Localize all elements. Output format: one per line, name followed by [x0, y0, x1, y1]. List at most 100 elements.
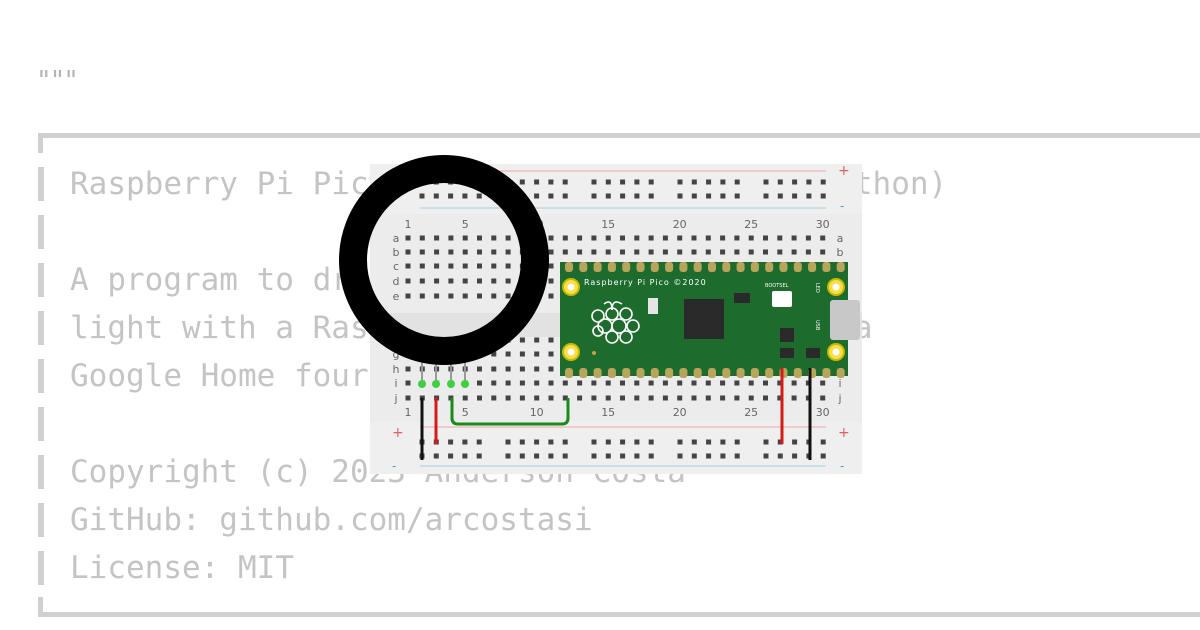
breadboard-hole [620, 193, 626, 199]
breadboard-hole [720, 235, 726, 241]
mounting-hole-center [567, 283, 575, 291]
column-number: 1 [405, 406, 412, 419]
breadboard-hole [519, 337, 525, 343]
column-number: 30 [816, 406, 830, 419]
pico-pin [693, 262, 702, 272]
breadboard-hole [777, 380, 783, 386]
rail-plus-label: + [838, 425, 850, 441]
column-number: 15 [601, 218, 615, 231]
bootsel-label: BOOTSEL [765, 283, 789, 289]
line-gutter-bar [38, 263, 44, 297]
breadboard-hole [763, 453, 769, 459]
breadboard-hole [448, 293, 454, 299]
pico-pin [708, 368, 716, 378]
breadboard-hole [792, 179, 798, 185]
mounting-hole-center [567, 348, 575, 356]
line-gutter-bar [38, 407, 44, 441]
breadboard-hole [433, 193, 439, 199]
breadboard-hole [491, 380, 497, 386]
mounting-hole-center [832, 283, 840, 291]
mounting-hole-center [832, 348, 840, 356]
breadboard-hole [491, 278, 497, 284]
column-number: 20 [673, 218, 687, 231]
breadboard-hole [448, 439, 454, 445]
breadboard-hole [534, 193, 540, 199]
breadboard-hole [777, 439, 783, 445]
pico-silkscreen: Raspberry Pi Pico ©2020 [584, 278, 707, 287]
row-letter: d [393, 275, 400, 288]
breadboard-hole [691, 395, 697, 401]
breadboard-hole [519, 179, 525, 185]
line-gutter-bar [38, 215, 44, 249]
breadboard-hole [720, 395, 726, 401]
breadboard-hole [820, 395, 826, 401]
rail-plus-label: + [392, 425, 404, 441]
breadboard-hole [734, 193, 740, 199]
pico-pin [722, 368, 731, 378]
neopixel-ring [339, 155, 549, 365]
breadboard-hole [477, 249, 482, 255]
breadboard-hole [777, 249, 783, 255]
breadboard-hole [405, 380, 411, 386]
breadboard-hole [763, 235, 768, 241]
breadboard-hole [405, 293, 411, 299]
rail-minus-label: - [392, 459, 396, 473]
breadboard-hole [820, 193, 826, 199]
breadboard-hole [562, 439, 568, 445]
breadboard-hole [791, 249, 797, 255]
breadboard-hole [748, 380, 754, 386]
breadboard-hole [491, 249, 497, 255]
pico-pin [736, 368, 745, 378]
breadboard-hole [705, 249, 711, 255]
pico-pin [836, 368, 845, 378]
breadboard-hole [562, 235, 568, 241]
pico-pin [622, 368, 631, 378]
breadboard-hole [405, 249, 411, 255]
pico-pin [822, 262, 831, 272]
line-gutter-bar [38, 167, 44, 201]
breadboard-hole [777, 179, 783, 185]
breadboard-hole [706, 453, 712, 459]
pico-pin [665, 368, 674, 378]
breadboard-hole [591, 249, 597, 255]
breadboard-hole [677, 193, 683, 199]
breadboard-hole [534, 453, 540, 459]
pico-pin [708, 262, 716, 272]
pico-pin [765, 262, 774, 272]
breadboard-hole [748, 235, 754, 241]
breadboard-hole [534, 395, 540, 401]
ring-pin [461, 380, 469, 388]
breadboard-hole [648, 380, 654, 386]
breadboard-hole [677, 395, 683, 401]
breadboard-hole [434, 235, 440, 241]
breadboard-hole [419, 235, 425, 241]
breadboard-hole [534, 380, 540, 386]
breadboard-hole [763, 193, 769, 199]
breadboard-hole [820, 380, 826, 386]
breadboard-hole [691, 249, 697, 255]
breadboard-hole [448, 278, 454, 284]
breadboard-hole [491, 235, 497, 241]
breadboard-hole [677, 249, 683, 255]
bootsel-button[interactable] [772, 291, 792, 307]
breadboard-hole [662, 395, 668, 401]
docstring-github-line: GitHub: github.com/arcostasi [70, 502, 593, 538]
breadboard-hole [648, 439, 654, 445]
row-letter: a [393, 232, 400, 245]
breadboard-hole [448, 235, 454, 241]
breadboard-hole [805, 380, 811, 386]
pico-pin [579, 368, 588, 378]
breadboard-hole [462, 263, 468, 269]
breadboard-hole [491, 293, 497, 299]
breadboard-hole [706, 193, 712, 199]
breadboard-hole [548, 249, 554, 255]
column-number: 10 [530, 406, 544, 419]
breadboard-hole [748, 249, 754, 255]
breadboard-hole [434, 293, 440, 299]
breadboard-hole [691, 439, 697, 445]
breadboard-hole [648, 395, 654, 401]
breadboard-hole [605, 179, 611, 185]
pico-pin [750, 368, 759, 378]
rail-plus-label: + [838, 163, 850, 179]
breadboard-hole [448, 193, 454, 199]
